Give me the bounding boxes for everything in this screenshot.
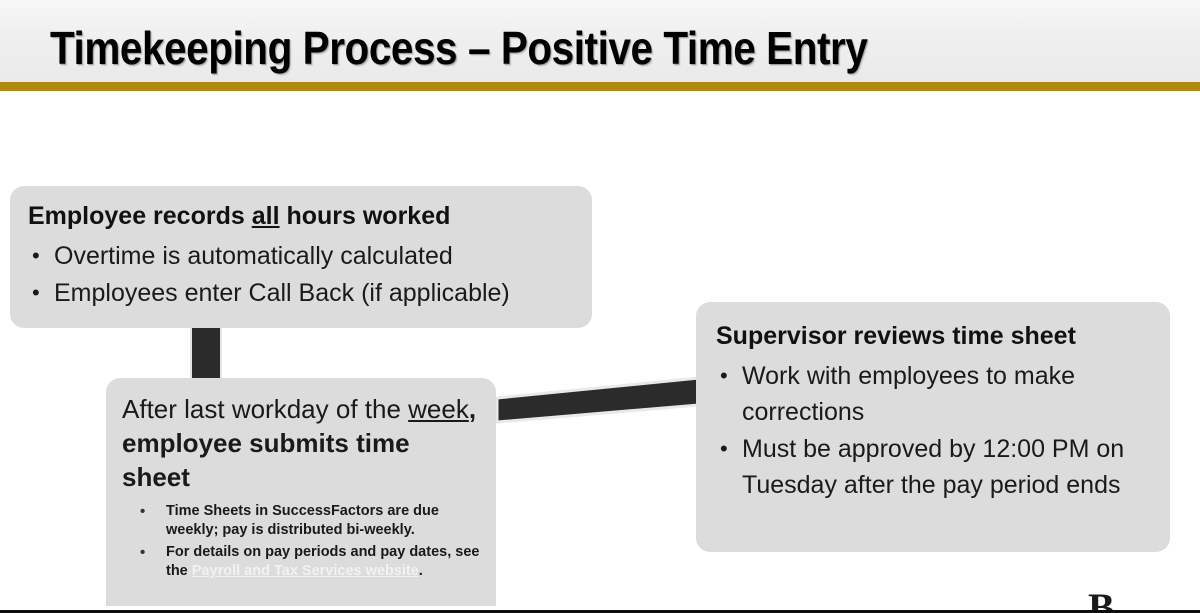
header-accent-rule: [0, 82, 1200, 91]
supervisor-box-heading: Supervisor reviews time sheet: [716, 322, 1076, 350]
sub-bullet-text-tail: .: [418, 563, 423, 579]
footer-rule: [0, 610, 1200, 613]
list-item: Time Sheets in SuccessFactors are due we…: [132, 502, 480, 540]
process-box-employee-submits[interactable]: After last workday of the week, employee…: [106, 378, 496, 606]
submit-lead-underline: week: [408, 394, 469, 424]
submit-lead-prefix: After last workday of the: [122, 394, 409, 424]
footer-logo-mark: B: [1088, 588, 1115, 610]
list-item: Employees enter Call Back (if applicable…: [28, 275, 574, 311]
sub-bullet-text: Time Sheets in SuccessFactors are due we…: [166, 503, 439, 538]
employee-box-heading: Employee records all hours worked: [28, 200, 574, 232]
submit-sub-bullet-list: Time Sheets in SuccessFactors are due we…: [122, 502, 480, 581]
list-item: Must be approved by 12:00 PM on Tuesday …: [716, 431, 1150, 503]
connector-arrow-shape: [495, 376, 701, 424]
process-box-supervisor-reviews[interactable]: Supervisor reviews time sheet Work with …: [696, 302, 1170, 552]
sub-bullet-text: For details on pay periods and pay dates…: [166, 544, 480, 579]
list-item: Work with employees to make corrections: [716, 358, 1150, 430]
submit-box-lead-text: After last workday of the week, employee…: [122, 392, 480, 494]
connector-horizontal-submit-to-supervisor: [492, 372, 704, 426]
employee-heading-prefix: Employee records: [28, 202, 252, 230]
payroll-tax-services-link[interactable]: Payroll and Tax Services website: [191, 563, 419, 579]
process-box-employee-records[interactable]: Employee records all hours worked Overti…: [10, 186, 592, 328]
submit-lead-bold: , employee submits time sheet: [122, 394, 477, 492]
list-item: Overtime is automatically calculated: [28, 238, 574, 274]
employee-bullet-list: Overtime is automatically calculated Emp…: [28, 238, 574, 311]
list-item: For details on pay periods and pay dates…: [132, 543, 480, 581]
employee-heading-suffix: hours worked: [279, 202, 451, 230]
supervisor-bullet-list: Work with employees to make corrections …: [716, 358, 1150, 503]
header-band: [0, 0, 1200, 82]
connector-vertical-employee-to-submit: [190, 324, 222, 380]
employee-heading-emphasis: all: [251, 202, 280, 230]
page-title: Timekeeping Process – Positive Time Entr…: [50, 22, 868, 74]
